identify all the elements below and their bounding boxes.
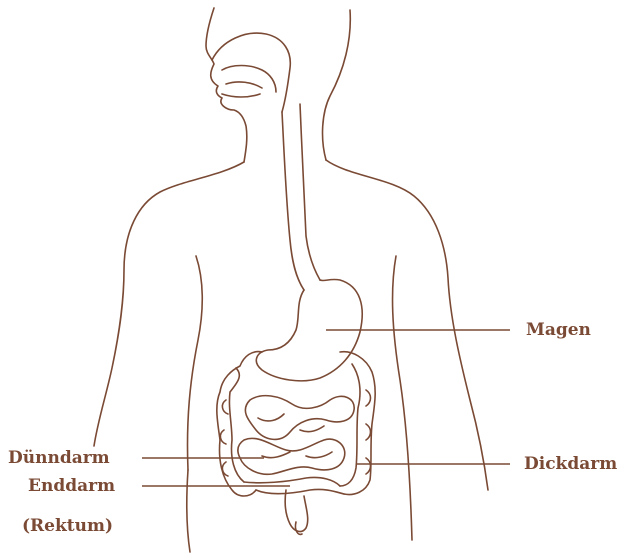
esophagus (282, 104, 320, 290)
body-outline (94, 8, 488, 552)
rectum-label-line1: Enddarm (28, 474, 115, 498)
large-intestine-label: Dickdarm (524, 452, 617, 476)
large-intestine (217, 352, 375, 496)
small-intestine-label: Dünndarm (8, 446, 110, 470)
rectum (285, 490, 307, 534)
stomach-label: Magen (526, 318, 591, 342)
rectum-label-line2: (Rektum) (22, 514, 113, 538)
small-intestine (238, 396, 354, 475)
